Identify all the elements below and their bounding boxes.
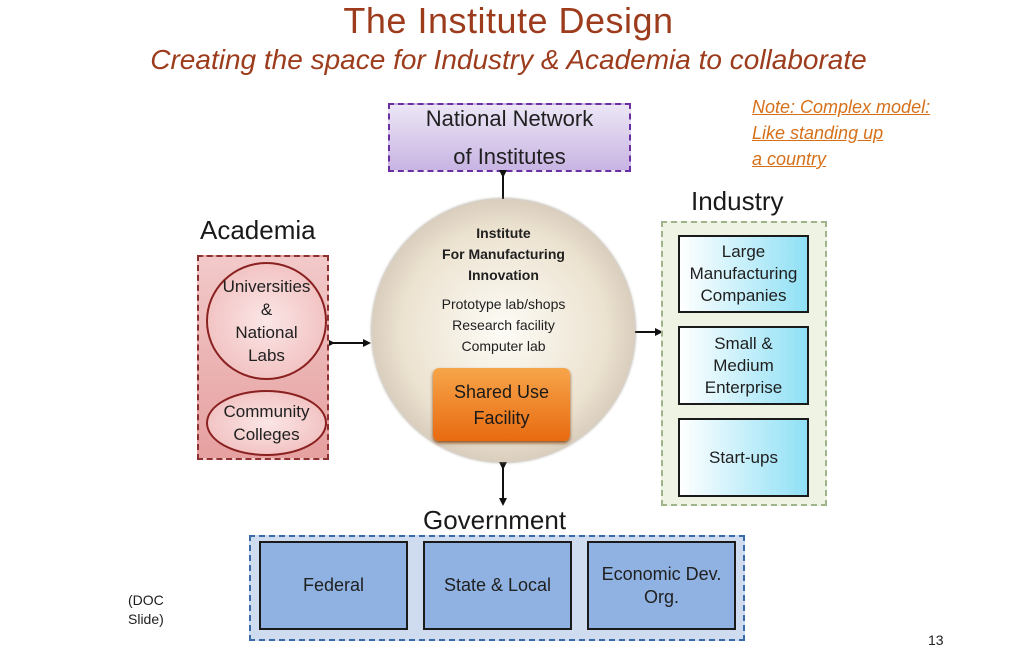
item-line: State & Local	[443, 575, 552, 595]
shared-use-facility-box: Shared Use Facility	[433, 368, 570, 441]
hub-facilities: Prototype lab/shops Research facility Co…	[372, 294, 635, 357]
shared-line: Shared Use	[453, 381, 550, 402]
network-line: National Network	[425, 105, 594, 131]
oval-line: &	[260, 300, 273, 319]
hub-title-line: Innovation	[468, 267, 539, 283]
facility-line: Research facility	[452, 317, 555, 333]
government-item-federal: Federal	[259, 541, 408, 630]
industry-item-large: Large Manufacturing Companies	[678, 235, 809, 313]
government-label: Government	[423, 505, 567, 535]
oval-line: Community	[223, 402, 310, 421]
network-line: of Institutes	[453, 143, 566, 169]
government-item-state-local: State & Local	[423, 541, 572, 630]
page-number: 13	[928, 632, 944, 648]
item-line: Enterprise	[704, 377, 783, 397]
national-network-box: National Network of Institutes	[388, 103, 631, 172]
item-line: Large	[721, 242, 766, 261]
doc-line: Slide)	[128, 611, 164, 627]
item-line: Manufacturing	[689, 264, 798, 283]
industry-item-sme: Small & Medium Enterprise	[678, 326, 809, 405]
hub-title: Institute For Manufacturing Innovation	[372, 223, 635, 286]
item-line: Companies	[700, 286, 787, 305]
item-line: Federal	[302, 575, 365, 595]
government-item-economic-dev: Economic Dev. Org.	[587, 541, 736, 630]
oval-line: Colleges	[233, 425, 300, 444]
doc-slide-label: (DOC Slide)	[128, 591, 164, 629]
shared-line: Facility	[473, 407, 530, 428]
community-colleges-oval: Community Colleges	[206, 390, 327, 456]
item-line: Economic Dev.	[601, 563, 722, 584]
item-line: Org.	[643, 586, 679, 607]
industry-item-startups: Start-ups	[678, 418, 809, 497]
slide-subtitle: Creating the space for Industry & Academ…	[150, 44, 867, 75]
doc-line: (DOC	[128, 592, 164, 608]
note-line: Note: Complex model:	[752, 97, 931, 117]
oval-line: Labs	[248, 346, 285, 365]
oval-line: National	[235, 323, 298, 342]
oval-line: Universities	[222, 277, 311, 296]
facility-line: Prototype lab/shops	[441, 296, 566, 312]
item-line: Small &	[714, 333, 773, 353]
industry-label: Industry	[691, 186, 784, 216]
hub-title-line: For Manufacturing	[442, 246, 565, 262]
item-line: Medium	[713, 355, 774, 375]
slide-title: The Institute Design	[343, 0, 674, 41]
note-line: a country	[752, 149, 827, 169]
hub-title-line: Institute	[476, 225, 531, 241]
universities-oval: Universities & National Labs	[206, 262, 327, 380]
facility-line: Computer lab	[461, 338, 546, 354]
academia-label: Academia	[200, 215, 316, 245]
item-line: Start-ups	[709, 447, 778, 467]
note-line: Like standing up	[752, 123, 884, 143]
note-text: Note: Complex model: Like standing up a …	[752, 94, 982, 172]
